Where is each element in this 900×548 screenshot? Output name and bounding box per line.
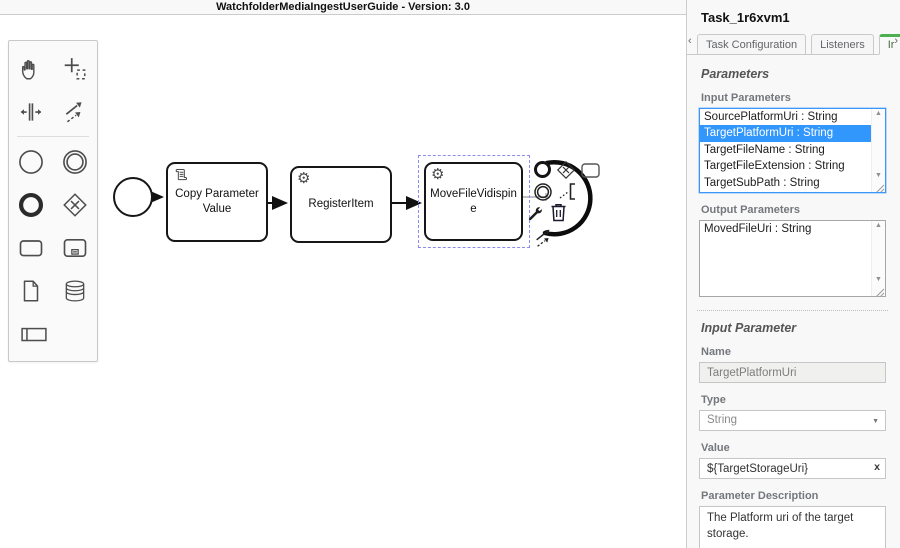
task-movefilevidispine[interactable]: ⚙ MoveFileVidispine xyxy=(424,162,523,241)
scroll-up-icon[interactable]: ▲ xyxy=(875,222,882,229)
tab-bar: ‹ Task Configuration Listeners Ir › xyxy=(687,31,900,55)
create-gateway-icon[interactable] xyxy=(58,188,92,222)
parameters-heading: Parameters xyxy=(701,67,770,81)
task-label: RegisterItem xyxy=(308,198,374,211)
list-scrollbar[interactable]: ▲ ▼ xyxy=(871,221,885,296)
list-item[interactable]: TargetSubPath : String xyxy=(704,176,820,189)
space-tool-icon[interactable] xyxy=(14,95,48,129)
task-copy-parameter-value[interactable]: Copy Parameter Value xyxy=(166,162,268,242)
connections-layer xyxy=(148,160,593,237)
clear-value-icon[interactable]: x xyxy=(874,461,880,473)
diagram-title-bar: WatchfolderMediaIngestUserGuide - Versio… xyxy=(0,0,686,15)
loop-sequence-flow[interactable] xyxy=(542,160,593,237)
task-registeritem[interactable]: ⚙ RegisterItem xyxy=(290,166,392,243)
input-parameters-list[interactable]: SourcePlatformUri : String TargetPlatfor… xyxy=(699,108,886,193)
create-subprocess-icon[interactable] xyxy=(58,231,92,265)
tab-input-output[interactable]: Ir xyxy=(878,34,900,55)
append-text-annotation-icon[interactable] xyxy=(557,181,578,207)
hand-tool-icon[interactable] xyxy=(14,52,48,86)
value-field[interactable] xyxy=(699,458,886,479)
create-task-icon[interactable] xyxy=(14,231,48,265)
append-task-icon[interactable] xyxy=(581,163,600,183)
resize-grip-icon[interactable] xyxy=(874,181,885,192)
scroll-down-icon[interactable]: ▼ xyxy=(875,276,882,283)
palette xyxy=(8,40,98,362)
element-id-title: Task_1r6xvm1 xyxy=(701,10,790,25)
type-label: Type xyxy=(701,394,726,406)
name-field xyxy=(699,362,886,383)
list-item[interactable]: TargetFileExtension : String xyxy=(704,160,845,173)
parameter-description-field[interactable]: The Platform uri of the target storage. xyxy=(699,506,886,548)
tab-listeners[interactable]: Listeners xyxy=(811,34,874,55)
list-item[interactable]: MovedFileUri : String xyxy=(704,223,812,235)
create-participant-icon[interactable] xyxy=(17,317,51,351)
section-divider xyxy=(697,310,888,311)
service-task-icon: ⚙ xyxy=(431,165,445,183)
list-item[interactable]: SourcePlatformUri : String xyxy=(704,111,838,123)
global-connect-tool-icon[interactable] xyxy=(58,95,92,129)
output-parameters-list[interactable]: MovedFileUri : String ▲ ▼ xyxy=(699,220,886,297)
list-item-selected[interactable]: TargetPlatformUri : String xyxy=(700,125,885,142)
palette-separator xyxy=(17,136,89,137)
output-parameters-label: Output Parameters xyxy=(701,204,801,216)
resize-grip-icon[interactable] xyxy=(874,285,885,296)
delete-trash-icon[interactable] xyxy=(549,202,568,228)
input-parameter-heading: Input Parameter xyxy=(701,321,797,335)
task-label: Copy Parameter Value xyxy=(175,188,259,215)
task-label: MoveFileVidispine xyxy=(430,187,517,215)
type-select[interactable]: String ▼ xyxy=(699,410,886,431)
create-start-event-icon[interactable] xyxy=(14,145,48,179)
create-data-object-icon[interactable] xyxy=(14,274,48,308)
name-label: Name xyxy=(701,346,731,358)
value-label: Value xyxy=(701,442,730,454)
list-item[interactable]: TargetFileName : String xyxy=(704,143,825,156)
create-intermediate-event-icon[interactable] xyxy=(58,145,92,179)
create-end-event-icon[interactable] xyxy=(14,188,48,222)
list-scrollbar[interactable]: ▲ ▼ xyxy=(871,109,885,192)
connect-tool-icon[interactable] xyxy=(533,227,555,254)
parameter-description-label: Parameter Description xyxy=(701,490,819,502)
diagram-title: WatchfolderMediaIngestUserGuide - Versio… xyxy=(216,1,470,13)
script-task-icon xyxy=(173,167,188,187)
properties-panel: Task_1r6xvm1 ‹ Task Configuration Listen… xyxy=(686,0,900,548)
service-task-icon: ⚙ xyxy=(297,169,311,187)
start-event[interactable] xyxy=(113,177,153,217)
input-parameters-label: Input Parameters xyxy=(701,92,791,104)
append-gateway-icon[interactable] xyxy=(556,160,576,185)
chevron-down-icon: ▼ xyxy=(872,418,879,425)
scroll-down-icon[interactable]: ▼ xyxy=(875,172,882,179)
scroll-up-icon[interactable]: ▲ xyxy=(875,110,882,117)
append-end-event-icon[interactable] xyxy=(533,160,552,184)
tab-scroll-left-icon[interactable]: ‹ xyxy=(688,35,692,47)
tab-task-configuration[interactable]: Task Configuration xyxy=(697,34,807,55)
type-select-value: String xyxy=(707,414,738,426)
append-intermediate-event-icon[interactable] xyxy=(533,182,553,207)
diagram-canvas[interactable]: Copy Parameter Value ⚙ RegisterItem ⚙ Mo… xyxy=(0,0,686,548)
change-type-wrench-icon[interactable] xyxy=(526,203,546,228)
tab-scroll-right-icon[interactable]: › xyxy=(894,35,898,47)
lasso-tool-icon[interactable] xyxy=(58,52,92,86)
create-data-store-icon[interactable] xyxy=(58,274,92,308)
